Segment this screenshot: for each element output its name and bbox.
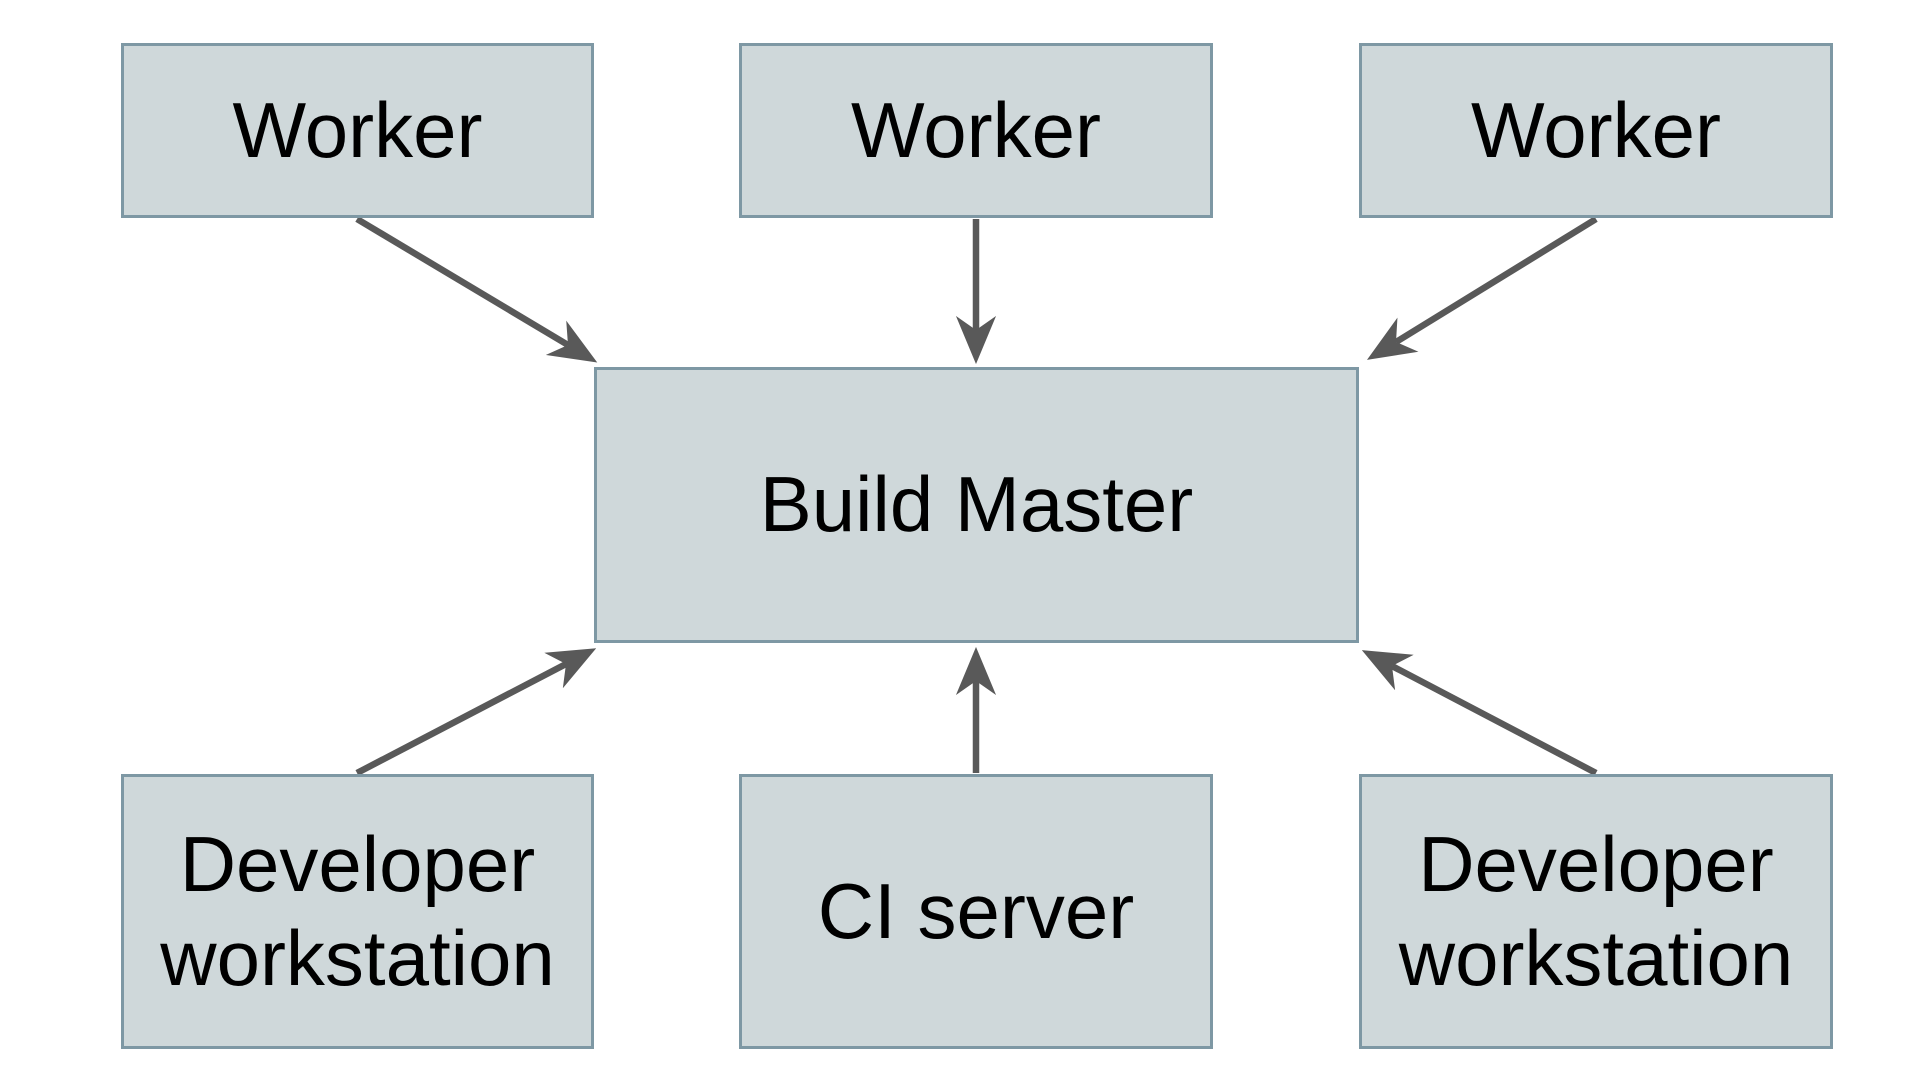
edge-arrow-worker1-to-buildmaster: [355, 216, 598, 363]
node-worker-1-label: Worker: [232, 85, 483, 174]
node-worker-2-label: Worker: [851, 85, 1101, 174]
node-build-master-label: Build Master: [759, 460, 1194, 549]
node-developer-workstation-left-label: Developer workstation: [160, 819, 555, 1002]
node-worker-1: Worker: [121, 43, 594, 218]
edge-arrow-devright-to-buildmaster: [1361, 650, 1598, 776]
edge-arrow-worker3-to-buildmaster: [1366, 216, 1598, 360]
node-worker-2: Worker: [739, 43, 1213, 218]
node-worker-3: Worker: [1359, 43, 1833, 218]
node-developer-workstation-right: Developer workstation: [1359, 774, 1833, 1049]
edge-arrow-devleft-to-buildmaster: [355, 648, 597, 776]
node-ci-server: CI server: [739, 774, 1213, 1049]
node-build-master: Build Master: [594, 367, 1359, 643]
node-worker-3-label: Worker: [1471, 85, 1721, 174]
node-developer-workstation-left: Developer workstation: [121, 774, 594, 1049]
node-ci-server-label: CI server: [817, 866, 1135, 955]
node-developer-workstation-right-label: Developer workstation: [1398, 819, 1794, 1002]
